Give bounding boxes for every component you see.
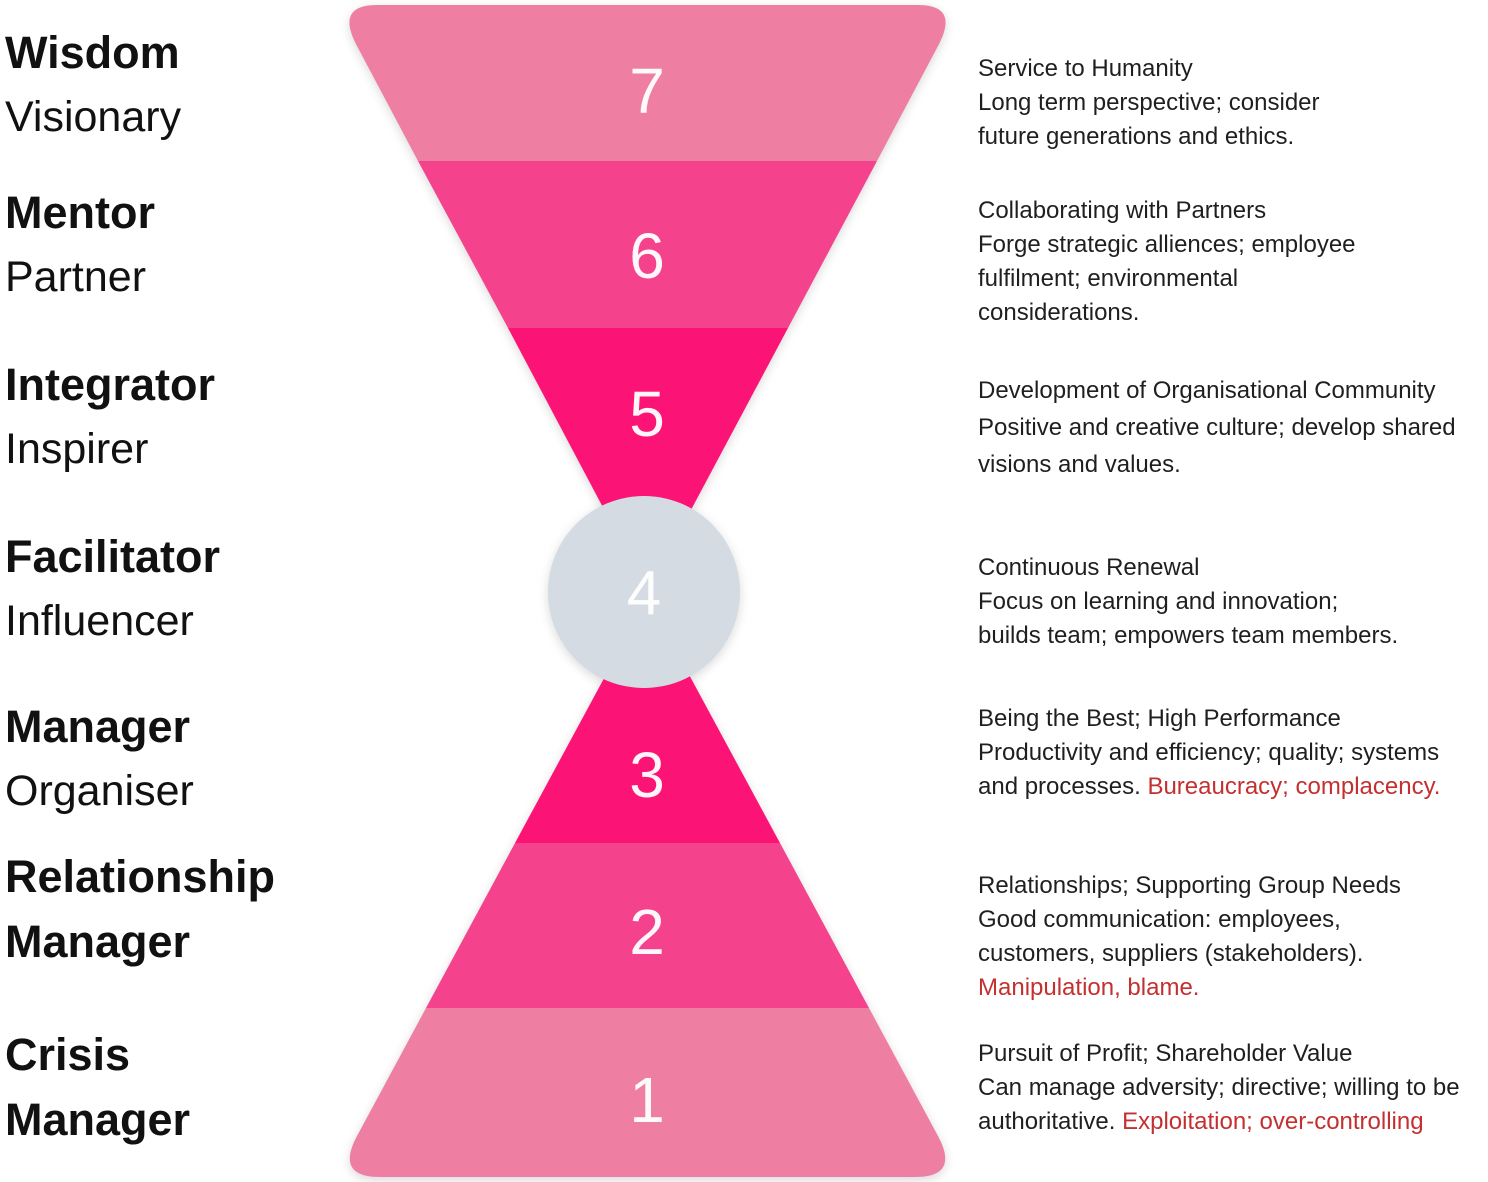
- role-title: Manager: [5, 701, 191, 752]
- description-text: Development of Organisational Community …: [978, 377, 1456, 478]
- description-warning-text: Exploitation; over-controlling: [1122, 1108, 1424, 1135]
- role-title: Crisis Manager: [5, 1029, 191, 1145]
- role-subtitle: Partner: [5, 253, 147, 301]
- level-3-number: 3: [629, 739, 665, 811]
- description-text: Relationships; Supporting Group Needs Go…: [978, 872, 1401, 967]
- role-label-relationship-manager: Relationship Manager: [5, 844, 275, 974]
- role-subtitle: Influencer: [5, 597, 194, 645]
- level-6-description: Collaborating with Partners Forge strate…: [978, 194, 1488, 330]
- level-7-description: Service to Humanity Long term perspectiv…: [978, 52, 1488, 154]
- role-title: Integrator: [5, 359, 216, 410]
- role-subtitle: Inspirer: [5, 425, 149, 473]
- role-label-wisdom: Wisdom Visionary: [5, 20, 181, 150]
- level-2-description: Relationships; Supporting Group Needs Go…: [978, 869, 1488, 1005]
- role-title: Wisdom: [5, 27, 180, 78]
- description-text: Service to Humanity Long term perspectiv…: [978, 55, 1320, 150]
- level-4-number: 4: [627, 559, 661, 628]
- role-title: Facilitator: [5, 531, 221, 582]
- level-1-description: Pursuit of Profit; Shareholder Value Can…: [978, 1037, 1488, 1139]
- description-text: Pursuit of Profit; Shareholder Value Can…: [978, 1040, 1460, 1135]
- level-1-number: 1: [629, 1064, 665, 1136]
- role-title: Relationship Manager: [5, 851, 276, 967]
- level-7-number: 7: [629, 55, 665, 127]
- role-label-manager: Manager Organiser: [5, 694, 194, 824]
- funnel-band-7: [349, 5, 946, 161]
- funnel-band-1: [349, 1008, 946, 1177]
- role-subtitle: Organiser: [5, 767, 194, 815]
- description-warning-text: Bureaucracy; complacency.: [1147, 773, 1441, 800]
- level-4-description: Continuous Renewal Focus on learning and…: [978, 551, 1488, 653]
- funnel-band-2: [426, 843, 869, 1008]
- description-text: Continuous Renewal Focus on learning and…: [978, 554, 1399, 649]
- level-2-number: 2: [629, 896, 665, 968]
- role-subtitle: Visionary: [5, 93, 182, 141]
- level-4-circle: [548, 496, 740, 688]
- role-label-crisis-manager: Crisis Manager: [5, 1022, 190, 1152]
- role-label-mentor: Mentor Partner: [5, 180, 155, 310]
- level-6-number: 6: [629, 220, 665, 292]
- level-3-description: Being the Best; High Performance Product…: [978, 702, 1488, 804]
- level-5-description: Development of Organisational Community …: [978, 372, 1488, 483]
- role-label-integrator: Integrator Inspirer: [5, 352, 215, 482]
- description-warning-text: Manipulation, blame.: [978, 974, 1200, 1001]
- funnel-band-5: [508, 328, 788, 587]
- role-label-facilitator: Facilitator Influencer: [5, 524, 220, 654]
- role-title: Mentor: [5, 187, 155, 238]
- funnel-band-3: [515, 603, 780, 843]
- description-text: Collaborating with Partners Forge strate…: [978, 197, 1356, 326]
- level-5-number: 5: [629, 378, 665, 450]
- funnel-band-6: [418, 161, 877, 328]
- description-text: Being the Best; High Performance Product…: [978, 705, 1440, 800]
